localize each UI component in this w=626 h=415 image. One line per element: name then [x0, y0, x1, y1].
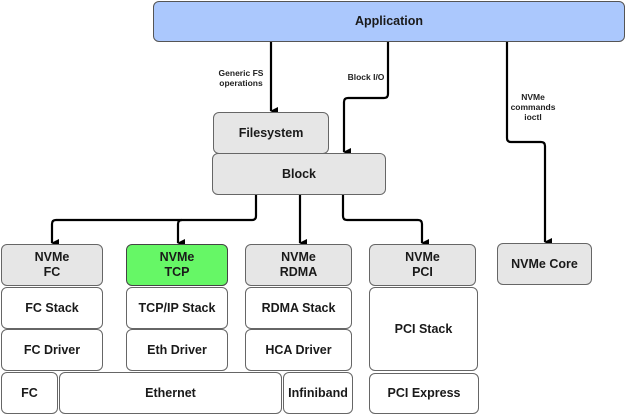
- ethernet-node: Ethernet: [59, 372, 282, 414]
- arrow-app-to-nvme-core: [505, 42, 552, 246]
- nvme-pci-node: NVMe PCI: [369, 244, 476, 286]
- arrow-block-to-fc: [50, 195, 258, 247]
- eth-driver-node: Eth Driver: [126, 329, 228, 371]
- arrow-block-to-pci: [341, 195, 429, 247]
- application-node: Application: [153, 1, 625, 42]
- pci-stack-node: PCI Stack: [369, 287, 478, 371]
- infiniband-node: Infiniband: [283, 372, 353, 414]
- hca-driver-node: HCA Driver: [245, 329, 352, 371]
- arrow-app-to-block: [342, 42, 390, 156]
- nvme-tcp-node: NVMe TCP: [126, 244, 228, 286]
- label-generic-fs-operations: Generic FS operations: [218, 68, 264, 88]
- filesystem-node: Filesystem: [213, 112, 329, 154]
- pci-express-node: PCI Express: [369, 373, 479, 414]
- rdma-stack-node: RDMA Stack: [245, 287, 352, 329]
- nvme-fc-node: NVMe FC: [1, 244, 103, 286]
- fc-stack-node: FC Stack: [1, 287, 103, 329]
- label-nvme-commands-ioctl: NVMe commands ioctl: [510, 92, 556, 122]
- tcpip-stack-node: TCP/IP Stack: [126, 287, 228, 329]
- fc-node: FC: [1, 372, 58, 414]
- label-block-io: Block I/O: [347, 72, 385, 82]
- fc-driver-node: FC Driver: [1, 329, 103, 371]
- nvme-rdma-node: NVMe RDMA: [245, 244, 352, 286]
- nvme-core-node: NVMe Core: [497, 243, 592, 285]
- arrow-block-to-tcp: [176, 218, 185, 247]
- block-node: Block: [212, 153, 386, 195]
